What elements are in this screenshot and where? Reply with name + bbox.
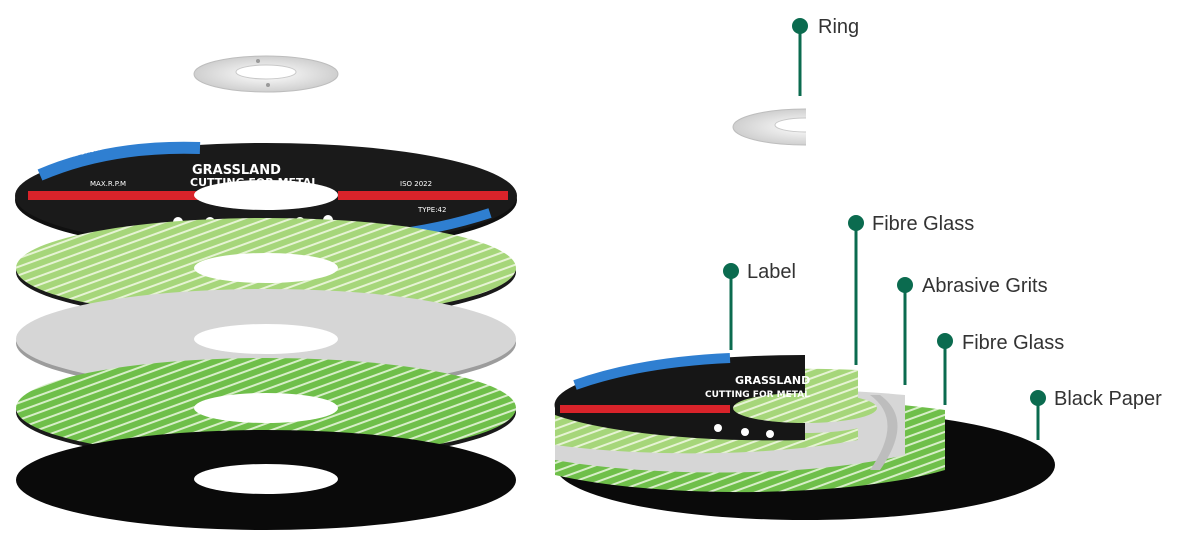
fibre-glass-top-callout: Fibre Glass xyxy=(848,213,974,365)
ring-layer xyxy=(193,55,339,93)
svg-text:GRASSLAND: GRASSLAND xyxy=(735,374,810,387)
right-cutaway-stack: GRASSLAND CUTTING FOR METAL xyxy=(554,100,1055,520)
type-text: TYPE:42 xyxy=(417,206,446,214)
spec-right-text: ISO 2022 xyxy=(400,180,432,188)
abrasive-grits-label: Abrasive Grits xyxy=(922,275,1048,297)
abrasive-grits-callout: Abrasive Grits xyxy=(897,275,1048,385)
fibre-glass-top-label: Fibre Glass xyxy=(872,213,974,235)
left-exploded-stack: GRASSLAND CUTTING FOR METAL REINFORCED F… xyxy=(15,55,517,530)
label-label: Label xyxy=(747,261,796,283)
product-text: CUTTING FOR METAL xyxy=(190,176,318,189)
ring-piece xyxy=(732,100,886,150)
brand-text: GRASSLAND xyxy=(192,163,281,178)
black-paper-label: Black Paper xyxy=(1054,388,1162,410)
label-piece: GRASSLAND CUTTING FOR METAL xyxy=(554,353,877,441)
ring-label: Ring xyxy=(818,16,859,38)
spec-left-text: MAX.R.P.M xyxy=(90,180,126,188)
label-callout: Label xyxy=(723,261,796,350)
black-paper-callout: Black Paper xyxy=(1030,388,1162,440)
ring-callout: Ring xyxy=(792,16,859,96)
fibre-glass-bottom-callout: Fibre Glass xyxy=(937,332,1064,405)
callouts: Ring Fibre Glass Label Abrasive Grits Fi… xyxy=(723,16,1162,440)
svg-text:CUTTING FOR METAL: CUTTING FOR METAL xyxy=(705,390,810,400)
black-paper-layer xyxy=(16,430,516,530)
fibre-glass-bottom-label: Fibre Glass xyxy=(962,332,1064,354)
